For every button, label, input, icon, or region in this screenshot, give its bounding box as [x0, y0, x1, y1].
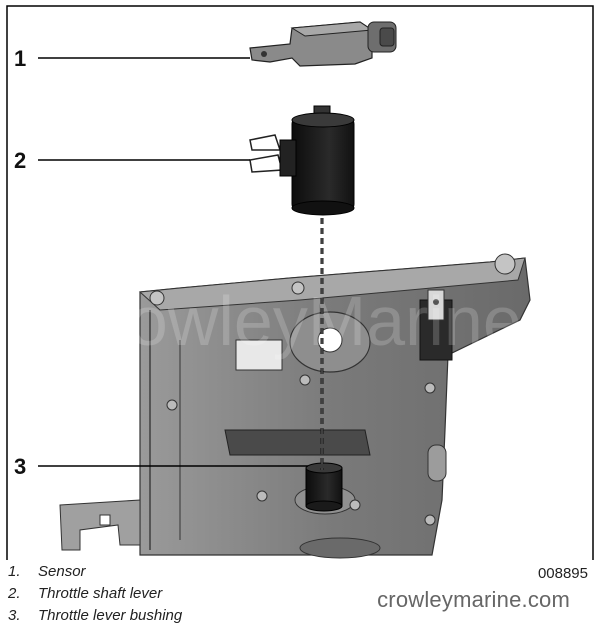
- callout-2: 2: [14, 148, 26, 173]
- legend-num-3: 3.: [8, 607, 21, 624]
- legend-item-2: 2. Throttle shaft lever: [8, 585, 162, 602]
- sensor: [249, 21, 397, 67]
- legend-item-3: 3. Throttle lever bushing: [8, 607, 182, 624]
- legend-label-3: Throttle lever bushing: [38, 607, 183, 624]
- throttle-shaft-lever: [249, 105, 355, 216]
- throttle-lever-bushing: [305, 462, 343, 512]
- callout-1: 1: [14, 46, 26, 71]
- legend-label-2: Throttle shaft lever: [38, 585, 163, 602]
- legend-label-1: Sensor: [38, 563, 86, 580]
- watermark-text: CrowleyMarine: [55, 282, 522, 360]
- legend-num-1: 1.: [8, 563, 21, 580]
- site-watermark: crowleymarine.com: [377, 587, 570, 612]
- figure-frame: [6, 5, 594, 560]
- throttle-housing: [59, 253, 531, 559]
- legend-num-2: 2.: [8, 585, 21, 602]
- callout-3: 3: [14, 454, 26, 479]
- legend-item-1: 1. Sensor: [8, 563, 86, 580]
- figure-number: 008895: [537, 565, 588, 582]
